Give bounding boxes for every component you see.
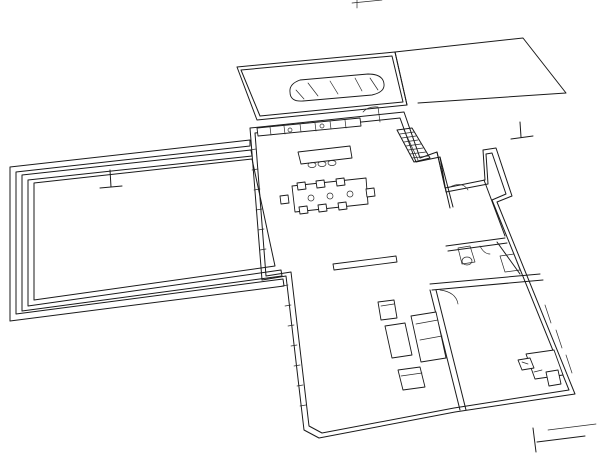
garage-door-swing xyxy=(362,106,381,123)
fireplace-bench xyxy=(332,255,398,271)
living-room xyxy=(377,299,447,391)
section-marker xyxy=(510,121,534,140)
driveway-area xyxy=(394,37,567,106)
bedroom-wall xyxy=(429,273,544,411)
window-ticks xyxy=(249,148,307,407)
car-icon xyxy=(289,73,385,102)
kitchen-counter xyxy=(256,117,362,137)
dining-table xyxy=(279,177,376,215)
bathroom xyxy=(457,241,521,275)
office-desk xyxy=(517,349,564,387)
kitchen-island xyxy=(297,145,353,168)
armchair xyxy=(384,322,413,359)
section-marker-bottom xyxy=(532,423,597,453)
right-wall-ticks xyxy=(544,304,573,374)
staircase xyxy=(396,127,431,163)
garage-area xyxy=(236,51,408,121)
pool-section-marker xyxy=(99,169,123,189)
swimming-pool xyxy=(9,139,285,322)
corner-marker-top xyxy=(351,0,383,9)
hallway-walls xyxy=(436,151,508,252)
sofa xyxy=(410,311,447,363)
house-outer-walls xyxy=(249,111,576,439)
